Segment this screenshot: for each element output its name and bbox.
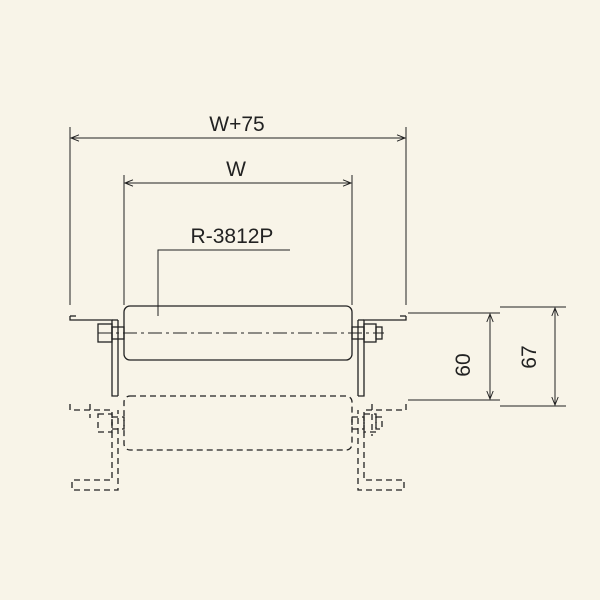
upper-roller-assembly: [69, 305, 407, 397]
roller-width-label: W: [226, 158, 246, 181]
part-label: R-3812P: [191, 225, 274, 248]
height-60-label: 60: [452, 353, 475, 376]
height-67-label: 67: [518, 345, 541, 368]
left-frame-bracket: [69, 316, 118, 397]
dimension-height-60: 60: [408, 312, 500, 401]
dimension-roller-width: W: [123, 158, 353, 305]
dimension-height-67: 67: [500, 306, 566, 407]
overall-width-label: W+75: [209, 113, 264, 136]
dimension-overall-width: W+75: [69, 113, 407, 305]
lower-roller-assembly: [69, 395, 407, 491]
part-label-leader: R-3812P: [157, 225, 290, 316]
